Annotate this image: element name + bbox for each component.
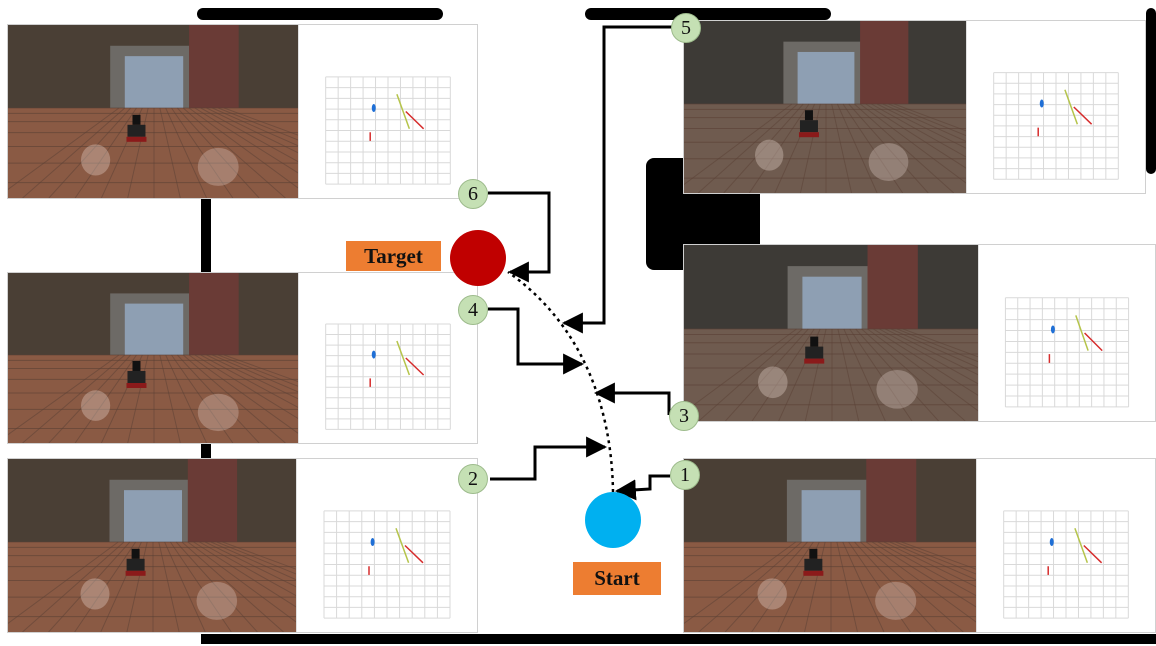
target-marker	[450, 230, 506, 286]
connector-step-6	[488, 191, 551, 283]
panel-step-1	[683, 458, 1156, 633]
lidar-map	[296, 459, 477, 632]
wall-bottom	[201, 634, 1156, 644]
hallway-photo	[8, 273, 300, 443]
panel-step-3	[683, 244, 1156, 422]
lidar-map	[976, 459, 1155, 632]
start-marker	[585, 492, 641, 548]
lidar-map	[298, 273, 477, 443]
panel-step-4	[7, 272, 478, 444]
robot-trajectory	[507, 270, 615, 493]
connector-step-2	[490, 436, 608, 481]
hallway-photo	[8, 459, 298, 632]
panel-step-2	[7, 458, 478, 633]
lidar-map	[298, 25, 477, 198]
step-badge-1: 1	[670, 460, 700, 490]
wall-top-right	[585, 8, 831, 20]
lidar-map	[966, 21, 1145, 193]
wall-top-left	[197, 8, 443, 20]
step-badge-6: 6	[458, 179, 488, 209]
connector-step-3	[593, 382, 671, 415]
target-tag: Target	[346, 241, 441, 271]
wall-left-vertical-middle	[201, 440, 211, 460]
step-badge-4: 4	[458, 295, 488, 325]
hallway-photo	[684, 459, 978, 632]
step-badge-3: 3	[669, 401, 699, 431]
hallway-photo	[684, 245, 980, 421]
step-badge-2: 2	[458, 464, 488, 494]
panel-step-6	[7, 24, 478, 199]
lidar-map	[978, 245, 1155, 421]
hallway-photo	[8, 25, 300, 198]
start-tag: Start	[573, 562, 661, 595]
connector-step-5	[561, 25, 672, 334]
wall-right-vertical	[1146, 8, 1156, 174]
wall-left-vertical-upper	[201, 196, 211, 276]
step-badge-5: 5	[671, 13, 701, 43]
hallway-photo	[684, 21, 968, 193]
panel-step-5	[683, 20, 1146, 194]
connector-step-1	[614, 474, 670, 501]
connector-step-4	[488, 307, 585, 375]
